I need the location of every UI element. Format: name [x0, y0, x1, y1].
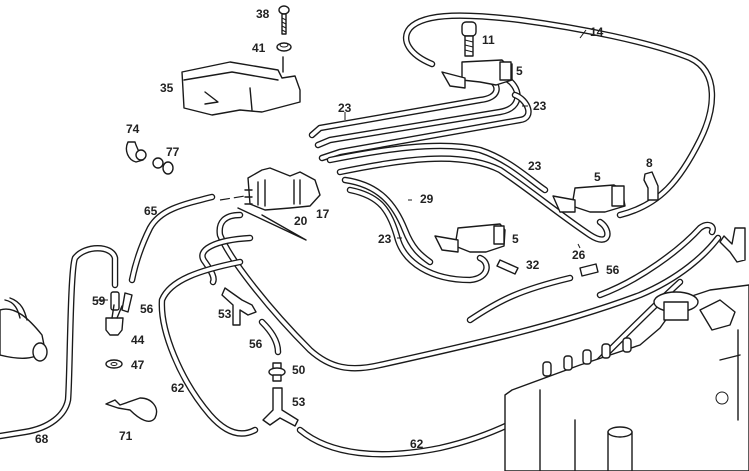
callout-53-lower: 53	[292, 395, 306, 409]
callout-38: 38	[256, 7, 270, 21]
callout-71: 71	[119, 429, 133, 443]
part-vacuum-pump	[0, 297, 48, 362]
callout-26: 26	[572, 248, 586, 262]
pump-outlets	[542, 337, 632, 377]
callout-68: 68	[35, 432, 49, 446]
part-5-valve-lower	[434, 223, 506, 253]
callout-17: 17	[316, 207, 330, 221]
part-5-valve-right	[552, 184, 626, 213]
callout-14: 14	[590, 25, 604, 39]
part-77	[152, 157, 174, 175]
hose-56-mid	[258, 318, 282, 356]
callout-77: 77	[166, 145, 180, 159]
callout-65: 65	[144, 204, 158, 218]
hose-56-right	[466, 274, 574, 324]
part-8-clip	[643, 171, 659, 201]
callout-29: 29	[420, 192, 434, 206]
hose-29	[341, 176, 490, 284]
part-32-connector	[496, 259, 519, 275]
part-59-connector	[110, 291, 120, 311]
callout-44: 44	[131, 333, 145, 347]
callout-23-lower: 23	[378, 232, 392, 246]
hose-14	[402, 12, 716, 219]
callout-53-upper: 53	[218, 307, 232, 321]
part-44-valve	[105, 304, 124, 336]
callout-20: 20	[294, 214, 308, 228]
part-74	[125, 141, 147, 163]
callout-62-lower: 62	[410, 437, 424, 451]
hose-62-left	[158, 234, 259, 437]
part-11-bolt	[461, 21, 477, 57]
part-41-grommet	[276, 42, 292, 73]
callouts: 38 41 35 11 14 5 23 23 74 77 23 8 5 65 2…	[35, 7, 653, 451]
part-y-fitting	[719, 227, 746, 263]
callout-74: 74	[126, 122, 140, 136]
callout-59: 59	[92, 294, 106, 308]
part-47-washer	[105, 359, 123, 369]
part-35-cover	[181, 61, 301, 116]
callout-56-right: 56	[606, 263, 620, 277]
part-56-left	[121, 292, 133, 313]
callout-56-mid: 56	[249, 337, 263, 351]
part-56-connector-right	[579, 263, 599, 277]
callout-5-top: 5	[516, 64, 523, 78]
leader-lines	[96, 29, 587, 301]
hose-right-hook	[596, 221, 716, 299]
callout-23-top-right: 23	[533, 99, 547, 113]
callout-8: 8	[646, 156, 653, 170]
part-38-screw	[278, 5, 290, 35]
part-53-tee-lower	[262, 387, 299, 427]
callout-5-right: 5	[594, 170, 601, 184]
part-5-valve-top	[441, 59, 513, 89]
hose-65	[128, 193, 216, 284]
part-53-tee-upper	[221, 287, 257, 326]
hose-main-loop	[216, 211, 722, 372]
callout-32: 32	[526, 258, 540, 272]
hose-23-upper	[308, 74, 532, 162]
hoses	[0, 12, 722, 458]
callout-5-lower: 5	[512, 232, 519, 246]
callout-56-left: 56	[140, 302, 154, 316]
callout-23-top: 23	[338, 101, 352, 115]
part-71-strap	[105, 397, 158, 422]
hose-68	[0, 245, 119, 440]
part-injection-pump	[504, 284, 749, 471]
part-20-17-valve-block	[219, 167, 321, 241]
callout-50: 50	[292, 363, 306, 377]
callout-47: 47	[131, 358, 145, 372]
part-50-check-valve	[268, 362, 286, 382]
callout-62-left: 62	[171, 381, 185, 395]
callout-23-mid: 23	[528, 159, 542, 173]
callout-35: 35	[160, 81, 174, 95]
hose-23-middle	[326, 142, 611, 243]
callout-11: 11	[482, 33, 495, 47]
callout-41: 41	[252, 41, 266, 55]
